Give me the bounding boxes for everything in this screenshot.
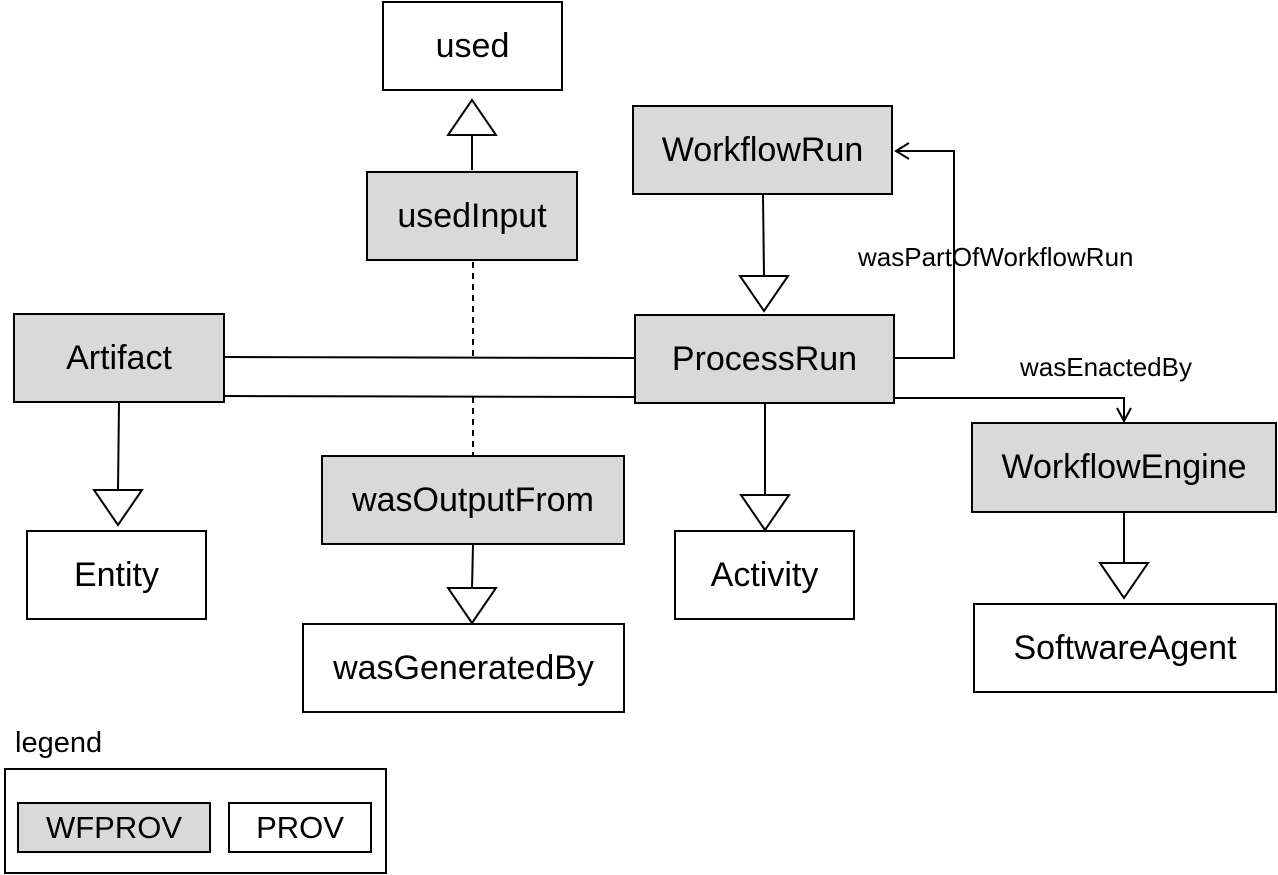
node-processrun: ProcessRun [634,314,895,404]
node-activity: Activity [674,530,855,620]
edge-artifact-processrun-lower [224,395,636,398]
edge-wasoutputfrom-wasgeneratedby [471,544,474,589]
generalization-arrow-wasgeneratedby [446,587,498,625]
node-softwareagent: SoftwareAgent [973,603,1277,693]
arrowhead-wasenactedby [1116,407,1132,424]
generalization-arrow-used [446,98,498,136]
edge-waspartofworkflowrun [895,150,955,359]
generalization-arrow-activity [739,494,791,532]
node-artifact: Artifact [13,313,225,403]
generalization-arrow-entity [92,489,144,527]
legend-item-wfprov: WFPROV [17,802,211,853]
node-workflowengine: WorkflowEngine [971,422,1277,513]
edge-workflowrun-processrun [762,194,765,277]
node-usedinput: usedInput [366,171,578,261]
node-workflowrun: WorkflowRun [632,105,893,195]
arrowhead-waspartofworkflowrun [894,142,910,160]
edge-wasenactedby [895,397,1125,421]
label-waspartofworkflowrun: wasPartOfWorkflowRun [858,242,1134,272]
generalization-arrow-softwareagent [1098,562,1150,600]
edge-artifact-processrun-upper [224,356,636,359]
label-wasenactedby: wasEnactedBy [1020,352,1192,382]
edge-artifact-entity [117,402,120,491]
node-entity: Entity [26,530,207,620]
legend-title: legend [15,727,103,759]
legend-item-prov: PROV [228,802,372,853]
node-used: used [382,1,563,91]
generalization-arrow-processrun [738,275,790,313]
node-wasoutputfrom: wasOutputFrom [321,455,625,545]
node-wasgeneratedby: wasGeneratedBy [302,623,625,713]
legend-frame [4,768,387,874]
